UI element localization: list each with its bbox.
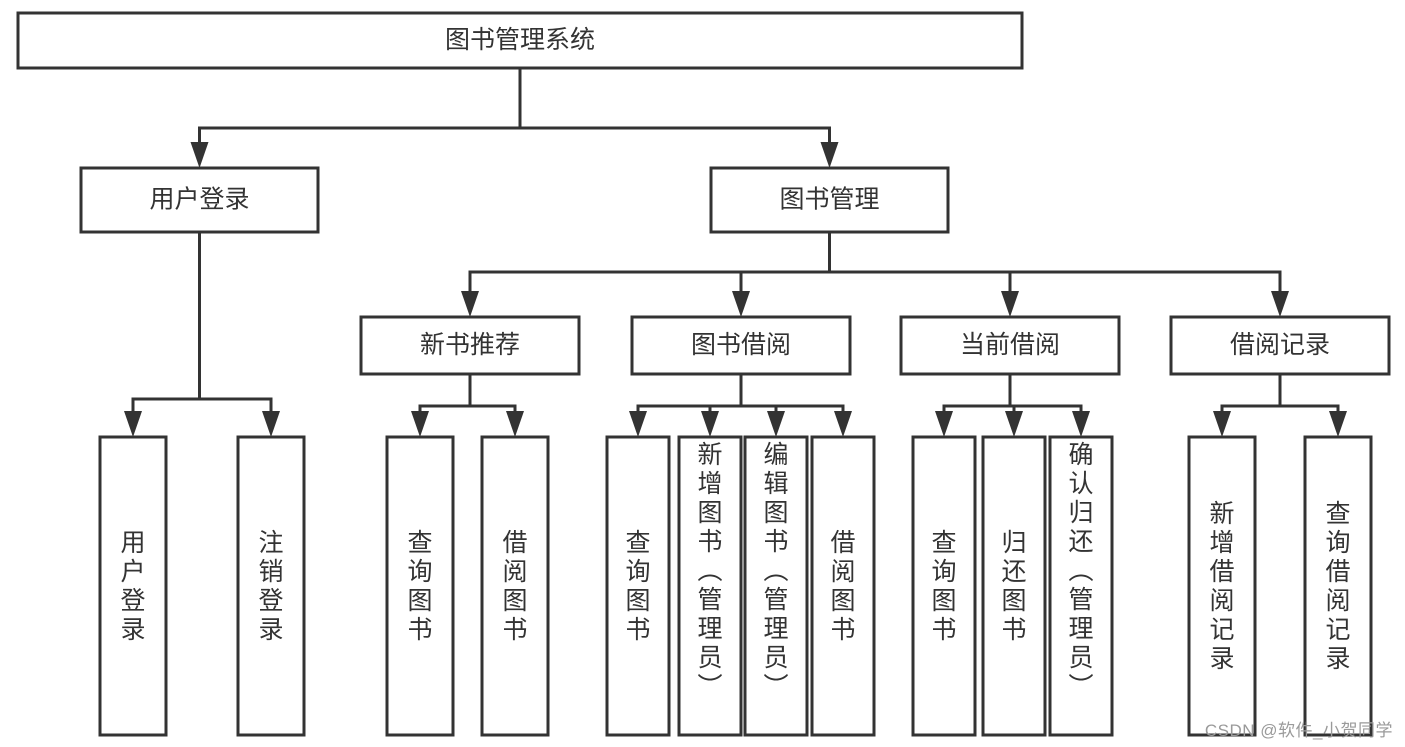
node-root[interactable]: 图书管理系统 — [16, 11, 1024, 70]
node-leaf-query-books-3[interactable]: 查询图书 — [911, 435, 977, 737]
arrow-head-icon — [732, 291, 750, 317]
node-leaf-query-books-2[interactable]: 查询图书 — [605, 435, 671, 737]
arrow-head-icon — [411, 411, 429, 437]
arrow-head-icon — [629, 411, 647, 437]
arrow-head-icon — [1329, 411, 1347, 437]
node-label: 查询图书 — [931, 529, 956, 644]
node-box[interactable] — [359, 315, 581, 376]
node-leaf-edit-book[interactable]: 编辑图书︵管理员︶ — [743, 435, 809, 737]
connector-group — [935, 372, 1090, 437]
connector-group — [124, 230, 280, 437]
node-label: 新增借阅记录 — [1209, 500, 1234, 673]
arrow-head-icon — [701, 411, 719, 437]
node-box[interactable] — [810, 435, 876, 737]
node-box[interactable] — [480, 435, 550, 737]
connector-group — [190, 66, 839, 168]
connector-layer — [124, 66, 1347, 437]
node-user-login[interactable]: 用户登录 — [79, 166, 320, 234]
arrow-head-icon — [262, 411, 280, 437]
arrow-head-icon — [1005, 411, 1023, 437]
arrow-head-icon — [461, 291, 479, 317]
node-box[interactable] — [981, 435, 1047, 737]
node-box[interactable] — [98, 435, 168, 737]
arrow-head-icon — [1213, 411, 1231, 437]
node-layer: 图书管理系统用户登录图书管理新书推荐图书借阅当前借阅借阅记录用户登录注销登录查询… — [16, 11, 1391, 737]
node-label: 用户登录 — [149, 186, 249, 214]
node-label: 借阅图书 — [502, 529, 527, 644]
node-box[interactable] — [1303, 435, 1373, 737]
node-borrow-record[interactable]: 借阅记录 — [1169, 315, 1391, 376]
connector-group — [629, 372, 852, 437]
node-box[interactable] — [911, 435, 977, 737]
node-label: 查询图书 — [407, 529, 432, 644]
arrow-head-icon — [767, 411, 785, 437]
node-leaf-confirm-return[interactable]: 确认归还︵管理员︶ — [1048, 435, 1114, 737]
node-leaf-borrow-books-2[interactable]: 借阅图书 — [810, 435, 876, 737]
node-label: 当前借阅 — [960, 331, 1060, 359]
node-box[interactable] — [1169, 315, 1391, 376]
node-book-borrow[interactable]: 图书借阅 — [630, 315, 852, 376]
node-box[interactable] — [677, 435, 743, 737]
node-leaf-add-record[interactable]: 新增借阅记录 — [1187, 435, 1257, 737]
node-leaf-return-book[interactable]: 归还图书 — [981, 435, 1047, 737]
arrow-head-icon — [1072, 411, 1090, 437]
arrow-head-icon — [190, 142, 209, 168]
node-label: 编辑图书︵管理员︶ — [763, 441, 788, 701]
node-box[interactable] — [743, 435, 809, 737]
node-box[interactable] — [630, 315, 852, 376]
csdn-watermark: CSDN @软件_小贺同学 — [1204, 721, 1393, 740]
node-box[interactable] — [79, 166, 320, 234]
node-label: 借阅记录 — [1230, 331, 1330, 359]
arrow-head-icon — [820, 142, 839, 168]
node-label: 注销登录 — [258, 529, 283, 644]
connector-group — [1213, 372, 1347, 437]
arrow-head-icon — [935, 411, 953, 437]
node-label: 新书推荐 — [420, 331, 520, 359]
node-label: 新增图书︵管理员︶ — [697, 441, 722, 701]
node-label: 用户登录 — [120, 529, 145, 644]
node-book-manage[interactable]: 图书管理 — [709, 166, 950, 234]
node-label: 图书管理 — [779, 186, 879, 214]
node-label: 图书管理系统 — [445, 26, 595, 54]
node-box[interactable] — [605, 435, 671, 737]
node-box[interactable] — [899, 315, 1121, 376]
node-label: 借阅图书 — [830, 529, 855, 644]
arrow-head-icon — [1001, 291, 1019, 317]
node-label: 归还图书 — [1001, 529, 1026, 644]
node-label: 查询借阅记录 — [1325, 500, 1350, 673]
node-leaf-user-login[interactable]: 用户登录 — [98, 435, 168, 737]
node-box[interactable] — [1187, 435, 1257, 737]
connector-group — [411, 372, 524, 437]
node-leaf-add-book[interactable]: 新增图书︵管理员︶ — [677, 435, 743, 737]
node-box[interactable] — [709, 166, 950, 234]
node-label: 查询图书 — [625, 529, 650, 644]
node-box[interactable] — [16, 11, 1024, 70]
node-leaf-logout[interactable]: 注销登录 — [236, 435, 306, 737]
node-label: 确认归还︵管理员︶ — [1068, 441, 1093, 701]
node-box[interactable] — [1048, 435, 1114, 737]
node-box[interactable] — [385, 435, 455, 737]
arrow-head-icon — [1271, 291, 1289, 317]
node-leaf-query-record[interactable]: 查询借阅记录 — [1303, 435, 1373, 737]
node-leaf-query-books-1[interactable]: 查询图书 — [385, 435, 455, 737]
node-label: 图书借阅 — [691, 331, 791, 359]
arrow-head-icon — [506, 411, 524, 437]
connector-group — [461, 230, 1289, 317]
arrow-head-icon — [834, 411, 852, 437]
node-new-book-rec[interactable]: 新书推荐 — [359, 315, 581, 376]
arrow-head-icon — [124, 411, 142, 437]
node-box[interactable] — [236, 435, 306, 737]
node-current-borrow[interactable]: 当前借阅 — [899, 315, 1121, 376]
node-leaf-borrow-books-1[interactable]: 借阅图书 — [480, 435, 550, 737]
